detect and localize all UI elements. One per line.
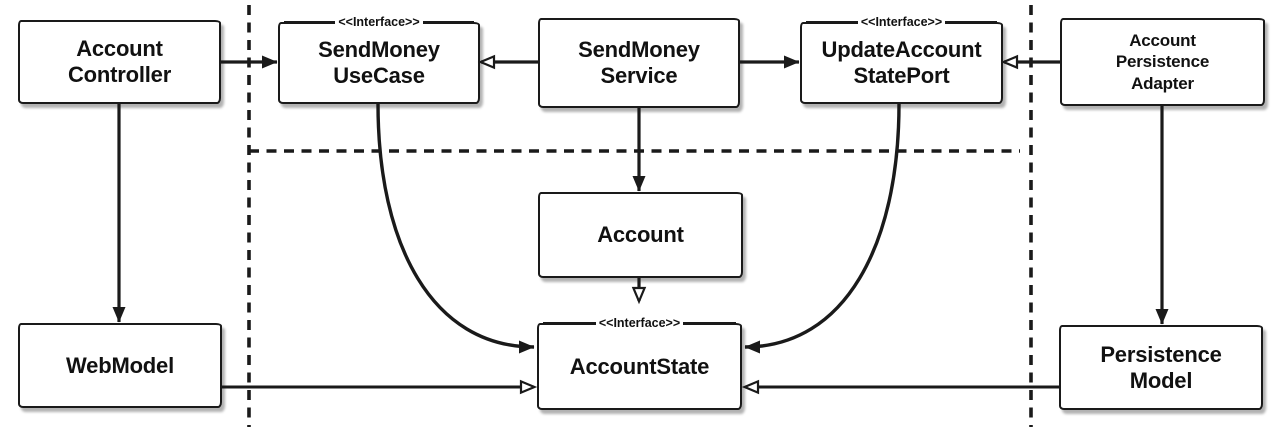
node-account-controller: Account Controller [18, 20, 221, 104]
stereotype-line-left [284, 21, 336, 23]
stereotype-line-left [806, 21, 858, 23]
stereotype-row: <<Interface>> [284, 15, 474, 29]
node-sendmoney-usecase: <<Interface>> SendMoney UseCase [278, 15, 480, 104]
node-label: Persistence Model [1100, 341, 1222, 393]
stereotype-text: <<Interface>> [595, 316, 684, 330]
node-updateaccount-stateport: <<Interface>> UpdateAccount StatePort [800, 15, 1003, 104]
node-label: AccountState [569, 353, 710, 379]
stereotype-line-right [945, 21, 997, 23]
node-persistence-model: Persistence Model [1059, 325, 1263, 410]
stereotype-text: <<Interface>> [857, 15, 946, 29]
stereotype-text: <<Interface>> [335, 15, 423, 29]
node-label: Account [597, 222, 684, 248]
node-label: SendMoney Service [578, 37, 700, 88]
node-label: UpdateAccount StatePort [821, 37, 982, 88]
stereotype-row: <<Interface>> [543, 316, 736, 330]
arrow-usecase-to-accountstate [376, 103, 535, 354]
stereotype-line-right [422, 21, 474, 23]
node-account: Account [538, 192, 743, 278]
node-sendmoney-service: SendMoney Service [538, 18, 740, 108]
arrow-stateport-to-accountstate [744, 103, 901, 354]
stereotype-line-left [543, 322, 596, 324]
node-label: Account Controller [67, 36, 172, 87]
node-webmodel: WebModel [18, 323, 222, 408]
node-label: WebModel [66, 352, 174, 378]
stereotype-line-right [683, 322, 736, 324]
stereotype-row: <<Interface>> [806, 15, 997, 29]
node-label: SendMoney UseCase [318, 37, 440, 88]
node-account-persistence-adapter: Account Persistence Adapter [1060, 18, 1265, 106]
node-label: Account Persistence Adapter [1115, 31, 1210, 93]
node-accountstate: <<Interface>> AccountState [537, 316, 742, 410]
